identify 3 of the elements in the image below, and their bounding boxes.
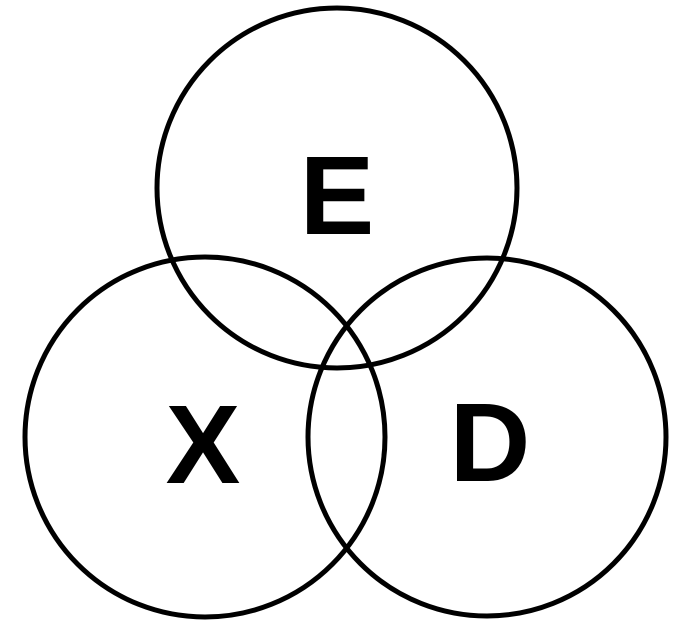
set-label: D <box>450 387 530 499</box>
set-label: X <box>166 389 240 501</box>
set-label: E <box>300 140 374 252</box>
